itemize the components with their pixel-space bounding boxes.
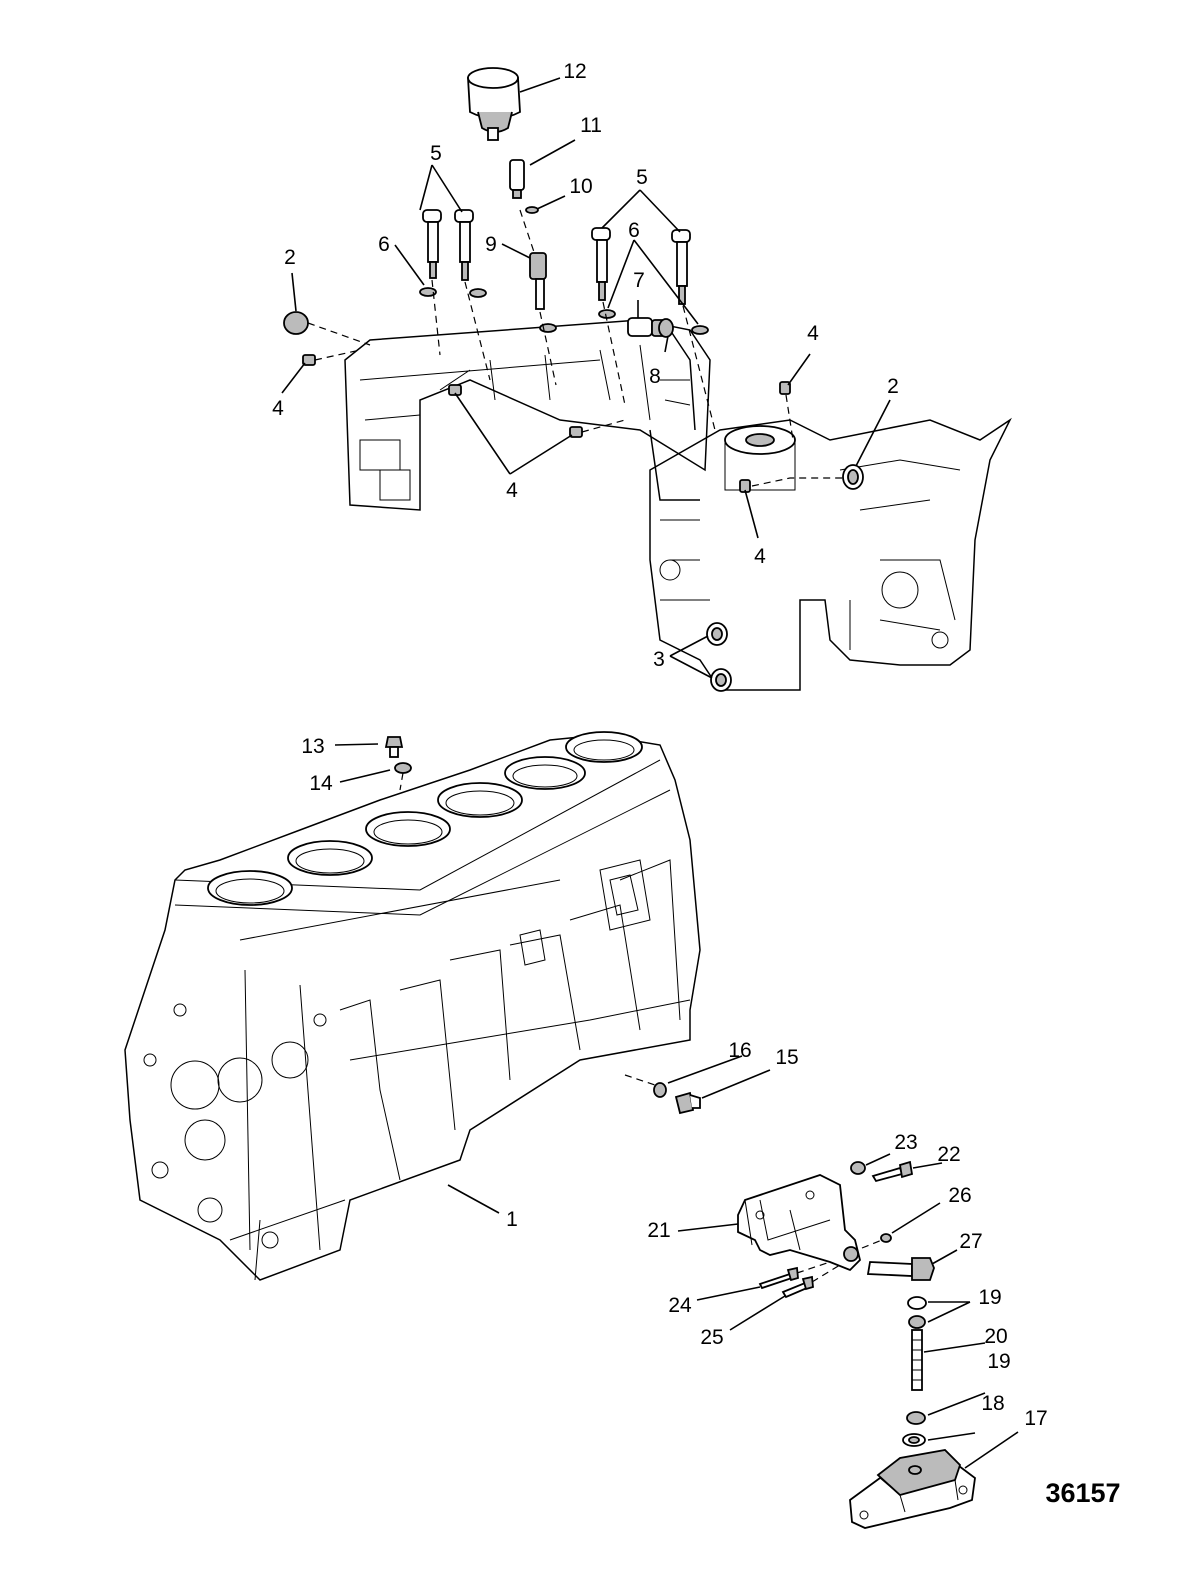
callout-2b: 2 xyxy=(887,375,899,398)
callout-19b: 19 xyxy=(987,1350,1010,1373)
injector-5-left-b xyxy=(454,209,474,281)
callout-14: 14 xyxy=(309,772,333,795)
callout-12: 12 xyxy=(563,60,586,83)
bolt-13 xyxy=(384,736,404,758)
callout-22: 22 xyxy=(937,1143,960,1166)
callout-6b: 6 xyxy=(628,219,640,242)
callout-13: 13 xyxy=(301,735,324,758)
leader-lines xyxy=(281,77,1019,1469)
cylinder-block-1 xyxy=(124,731,701,1281)
callout-17: 17 xyxy=(1024,1407,1047,1430)
screw-24 xyxy=(758,1266,799,1290)
washer-6-e xyxy=(691,325,709,335)
callout-24: 24 xyxy=(668,1294,692,1317)
callout-4d: 4 xyxy=(754,545,766,568)
callout-4b: 4 xyxy=(506,479,518,502)
figure-number: 36157 xyxy=(1045,1478,1120,1508)
plug-2-left xyxy=(283,311,309,335)
callout-5a: 5 xyxy=(430,142,442,165)
callout-10: 10 xyxy=(569,175,592,198)
washer-6-a xyxy=(419,287,437,297)
engine-mount-17 xyxy=(849,1449,976,1529)
stud-20 xyxy=(911,1329,923,1391)
washer-10 xyxy=(525,206,539,214)
callout-labels: 12 11 10 9 5 5 6 6 7 8 2 4 4 4 2 4 3 13 … xyxy=(272,60,1048,1430)
plug-4-d xyxy=(779,381,791,395)
washer-26 xyxy=(880,1233,892,1243)
adapter-11 xyxy=(509,159,525,199)
assembly-line-26 xyxy=(861,1239,883,1249)
callout-4a: 4 xyxy=(272,397,284,420)
callout-16: 16 xyxy=(728,1039,751,1062)
fitting-9 xyxy=(529,252,547,310)
valve-7 xyxy=(627,317,671,337)
callout-1: 1 xyxy=(506,1208,518,1231)
callout-27: 27 xyxy=(959,1230,982,1253)
sender-12 xyxy=(467,67,521,141)
cylinder-head-assembly xyxy=(344,319,711,511)
callout-9: 9 xyxy=(485,233,497,256)
callout-26: 26 xyxy=(948,1184,971,1207)
plug-4-b xyxy=(448,384,462,396)
washer-6-d xyxy=(598,309,616,319)
callout-18: 18 xyxy=(981,1392,1004,1415)
callout-3: 3 xyxy=(653,648,665,671)
washer-16 xyxy=(653,1082,667,1098)
callout-8: 8 xyxy=(649,365,661,388)
callout-5b: 5 xyxy=(636,166,648,189)
assembly-line-24-25 xyxy=(796,1261,841,1283)
washer-19-a xyxy=(907,1296,927,1310)
callout-6a: 6 xyxy=(378,233,390,256)
callout-11: 11 xyxy=(580,114,602,137)
washer-19-c xyxy=(906,1411,926,1425)
plug-3-b xyxy=(710,668,732,692)
callout-20: 20 xyxy=(984,1325,1007,1348)
callout-7: 7 xyxy=(633,269,645,292)
bolt-27 xyxy=(866,1257,935,1281)
plug-3-a xyxy=(706,622,728,646)
screw-25 xyxy=(781,1275,814,1299)
washer-19-b xyxy=(908,1315,926,1329)
washer-8 xyxy=(658,318,674,338)
callout-15: 15 xyxy=(775,1046,798,1069)
nut-23 xyxy=(850,1161,866,1175)
injector-5-right-a xyxy=(591,227,611,301)
bolt-15 xyxy=(674,1091,701,1115)
callout-19a: 19 xyxy=(978,1286,1001,1309)
injector-5-right-b xyxy=(671,229,691,305)
injector-5-left-a xyxy=(422,209,442,279)
callout-4c: 4 xyxy=(807,322,819,345)
assembly-lines-upper xyxy=(307,209,843,487)
bolt-22 xyxy=(871,1160,914,1183)
callout-25: 25 xyxy=(700,1326,723,1349)
mount-bracket-21 xyxy=(737,1174,861,1272)
assembly-line-15 xyxy=(624,1074,656,1086)
washer-14 xyxy=(394,762,412,774)
plug-2-right xyxy=(842,464,864,490)
assembly-line-13 xyxy=(399,772,404,791)
callout-2a: 2 xyxy=(284,246,296,269)
cylinder-block-rear-section xyxy=(649,417,1012,691)
callout-21: 21 xyxy=(647,1219,670,1242)
callout-23: 23 xyxy=(894,1131,917,1154)
washer-18-hole xyxy=(908,1436,920,1444)
washer-6-b xyxy=(469,288,487,298)
